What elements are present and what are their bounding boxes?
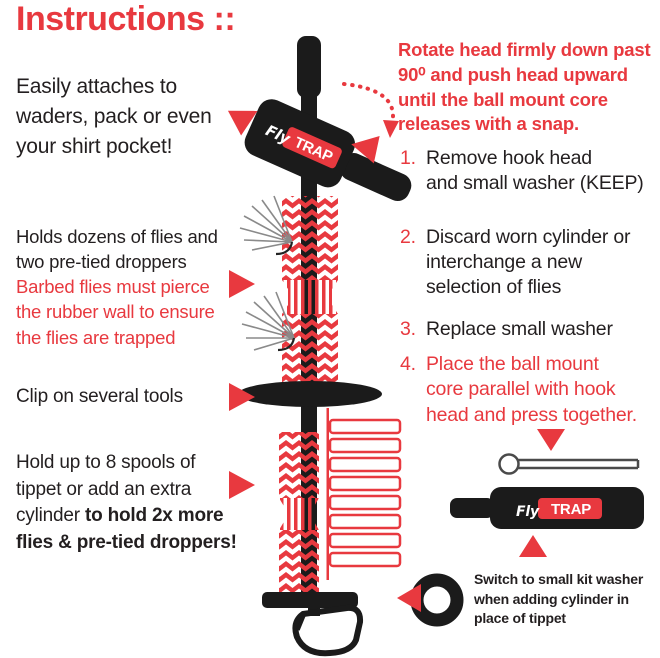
step-1-number: 1. xyxy=(400,147,416,169)
note-holds-flies: Holds dozens of flies and two pre-tied d… xyxy=(16,224,218,350)
step-2: 2. Discard worn cylinder or interchange … xyxy=(400,225,644,301)
note-tippet-normal: Hold up to 8 spools of tippet or add an … xyxy=(16,452,196,527)
ball-mount-core-pin xyxy=(498,453,640,475)
carabiner-clip xyxy=(292,604,364,657)
tool-clip-disc xyxy=(238,381,382,407)
kit-washer-oring xyxy=(410,573,464,627)
note-tippet: Hold up to 8 spools of tippet or add an … xyxy=(16,450,237,556)
hook-head: Fly TRAP xyxy=(244,99,412,202)
pointer-tool-clip xyxy=(229,383,255,411)
fly-lower xyxy=(241,291,296,352)
step-1: 1. Remove hook head and small washer (KE… xyxy=(400,146,644,197)
note-tippet-bold: to hold 2x more flies & pre-tied dropper… xyxy=(16,505,237,553)
note-rotate-head: Rotate head firmly down past 90⁰ and pus… xyxy=(398,39,651,135)
rotate-arrow-dotted xyxy=(342,82,399,138)
step-1-text: Remove hook head and small washer (KEEP) xyxy=(426,147,644,195)
note-attach: Easily attaches to waders, pack or even … xyxy=(16,75,212,158)
step-4-number: 4. xyxy=(400,353,416,376)
step-4: 4. Place the ball mount core parallel wi… xyxy=(400,352,644,428)
pointer-tippet xyxy=(229,471,255,499)
step-2-number: 2. xyxy=(400,225,416,248)
step-2-text: Discard worn cylinder or interchange a n… xyxy=(426,225,631,299)
pointer-head-left xyxy=(227,110,258,136)
step-3: 3. Replace small washer xyxy=(400,317,644,342)
brand-badge-horizontal xyxy=(538,498,602,519)
page-title: Instructions :: xyxy=(16,0,236,38)
extra-cylinder xyxy=(279,432,319,594)
note-clip-tools: Clip on several tools xyxy=(16,386,183,407)
step-4-text: Place the ball mount core parallel with … xyxy=(426,353,637,426)
pointer-press-up xyxy=(519,535,547,557)
brand-main-horizontal: TRAP xyxy=(551,501,591,518)
fly-upper xyxy=(239,195,294,256)
instruction-steps: 1. Remove hook head and small washer (KE… xyxy=(400,146,644,428)
pointer-head-right xyxy=(351,136,380,164)
step-3-text: Replace small washer xyxy=(426,317,613,340)
note-kit-washer: Switch to small kit washer when adding c… xyxy=(474,571,644,627)
hook-head-horizontal: Fly TRAP xyxy=(450,487,644,529)
tippet-spool-stack xyxy=(326,408,402,580)
pointer-barbed-flies xyxy=(229,270,255,298)
pointer-washer xyxy=(397,584,421,612)
fly-cylinder-upper xyxy=(282,196,338,382)
note-holds-red: Barbed flies must pierce the rubber wall… xyxy=(16,276,215,348)
pointer-press-down xyxy=(537,429,565,451)
brand-script-horizontal: Fly xyxy=(516,504,540,520)
step-3-number: 3. xyxy=(400,317,416,340)
brand-badge xyxy=(282,127,342,169)
note-holds-black: Holds dozens of flies and two pre-tied d… xyxy=(16,226,218,273)
